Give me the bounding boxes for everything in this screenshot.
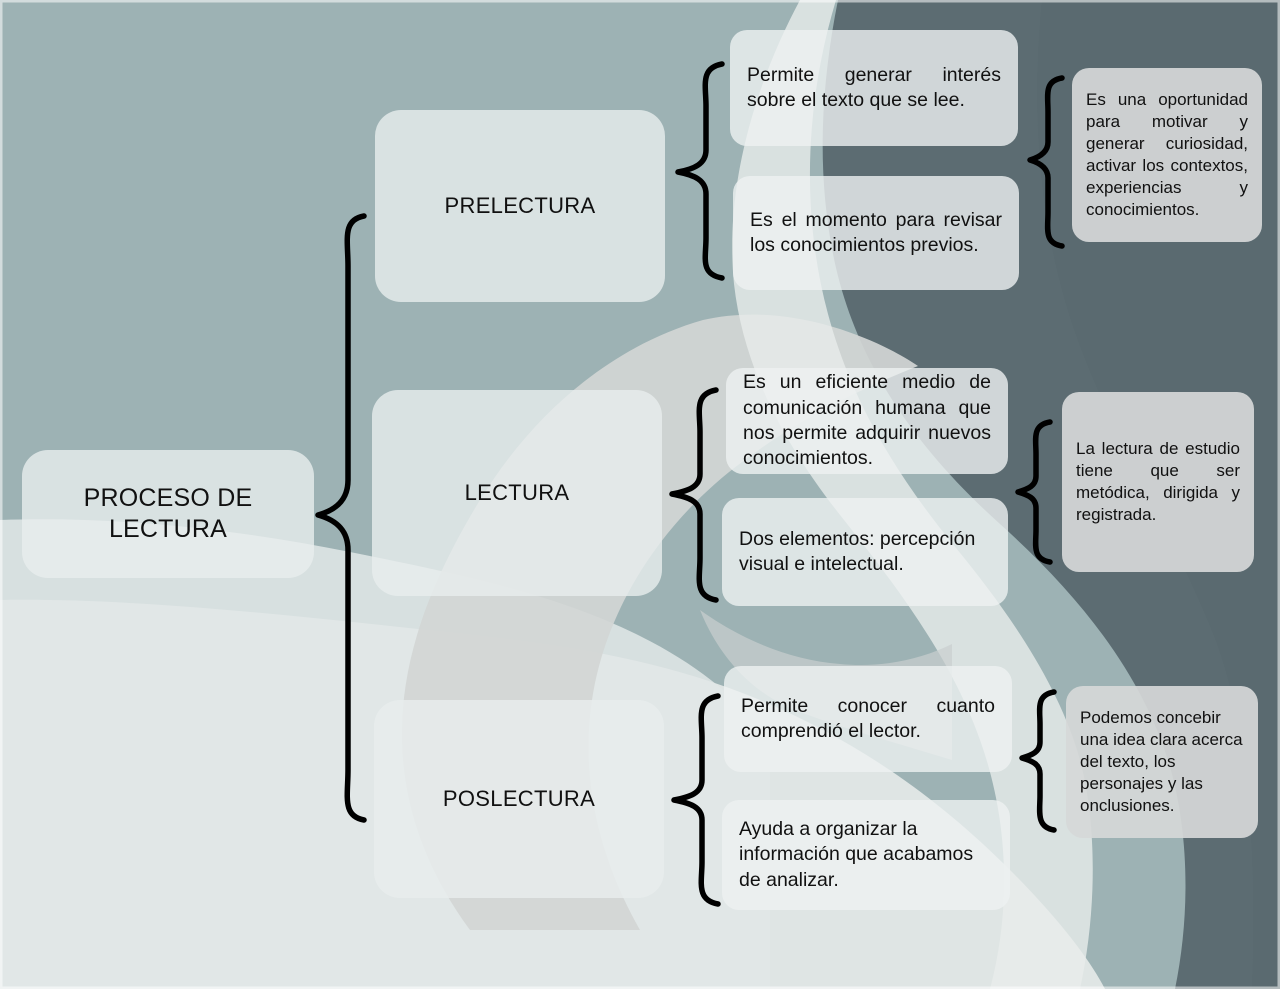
summary-node-lectura-text: La lectura de estudio tiene que ser metó… (1076, 438, 1240, 525)
detail-node-poslectura-1-text: Permite conocer cuanto comprendió el lec… (741, 694, 995, 742)
stage-node-lectura[interactable]: LECTURA (372, 390, 662, 596)
detail-node-poslectura-2-text: Ayuda a organizar la información que aca… (739, 817, 974, 891)
root-node-proceso-de-lectura[interactable]: PROCESO DE LECTURA (22, 450, 314, 578)
detail-node-prelectura-1[interactable]: Permite generar interés sobre el texto q… (730, 30, 1018, 146)
summary-node-prelectura[interactable]: Es una oportunidad para motivar y genera… (1072, 68, 1262, 242)
summary-node-poslectura-text: Podemos concebir una idea clara acerca d… (1080, 707, 1243, 816)
detail-node-prelectura-1-text: Permite generar interés sobre el texto q… (747, 63, 1001, 111)
detail-node-prelectura-2[interactable]: Es el momento para revisar los conocimie… (733, 176, 1019, 290)
stage-node-prelectura-label: PRELECTURA (444, 193, 596, 218)
detail-node-poslectura-2[interactable]: Ayuda a organizar la información que aca… (722, 800, 1010, 910)
summary-node-prelectura-text: Es una oportunidad para motivar y genera… (1086, 89, 1248, 220)
stage-node-prelectura[interactable]: PRELECTURA (375, 110, 665, 302)
summary-node-lectura[interactable]: La lectura de estudio tiene que ser metó… (1062, 392, 1254, 572)
detail-node-lectura-1[interactable]: Es un eficiente medio de comunicación hu… (726, 368, 1008, 474)
root-node-label: PROCESO DE LECTURA (83, 483, 253, 544)
detail-node-poslectura-1[interactable]: Permite conocer cuanto comprendió el lec… (724, 666, 1012, 772)
stage-node-poslectura[interactable]: POSLECTURA (374, 700, 664, 898)
stage-node-lectura-label: LECTURA (464, 480, 570, 505)
detail-node-lectura-1-text: Es un eficiente medio de comunicación hu… (743, 371, 991, 470)
detail-node-lectura-2-text: Dos elementos: percepción visual e intel… (739, 527, 976, 575)
summary-node-poslectura[interactable]: Podemos concebir una idea clara acerca d… (1066, 686, 1258, 838)
detail-node-lectura-2[interactable]: Dos elementos: percepción visual e intel… (722, 498, 1008, 606)
stage-node-poslectura-label: POSLECTURA (442, 786, 596, 811)
detail-node-prelectura-2-text: Es el momento para revisar los conocimie… (750, 208, 1002, 256)
